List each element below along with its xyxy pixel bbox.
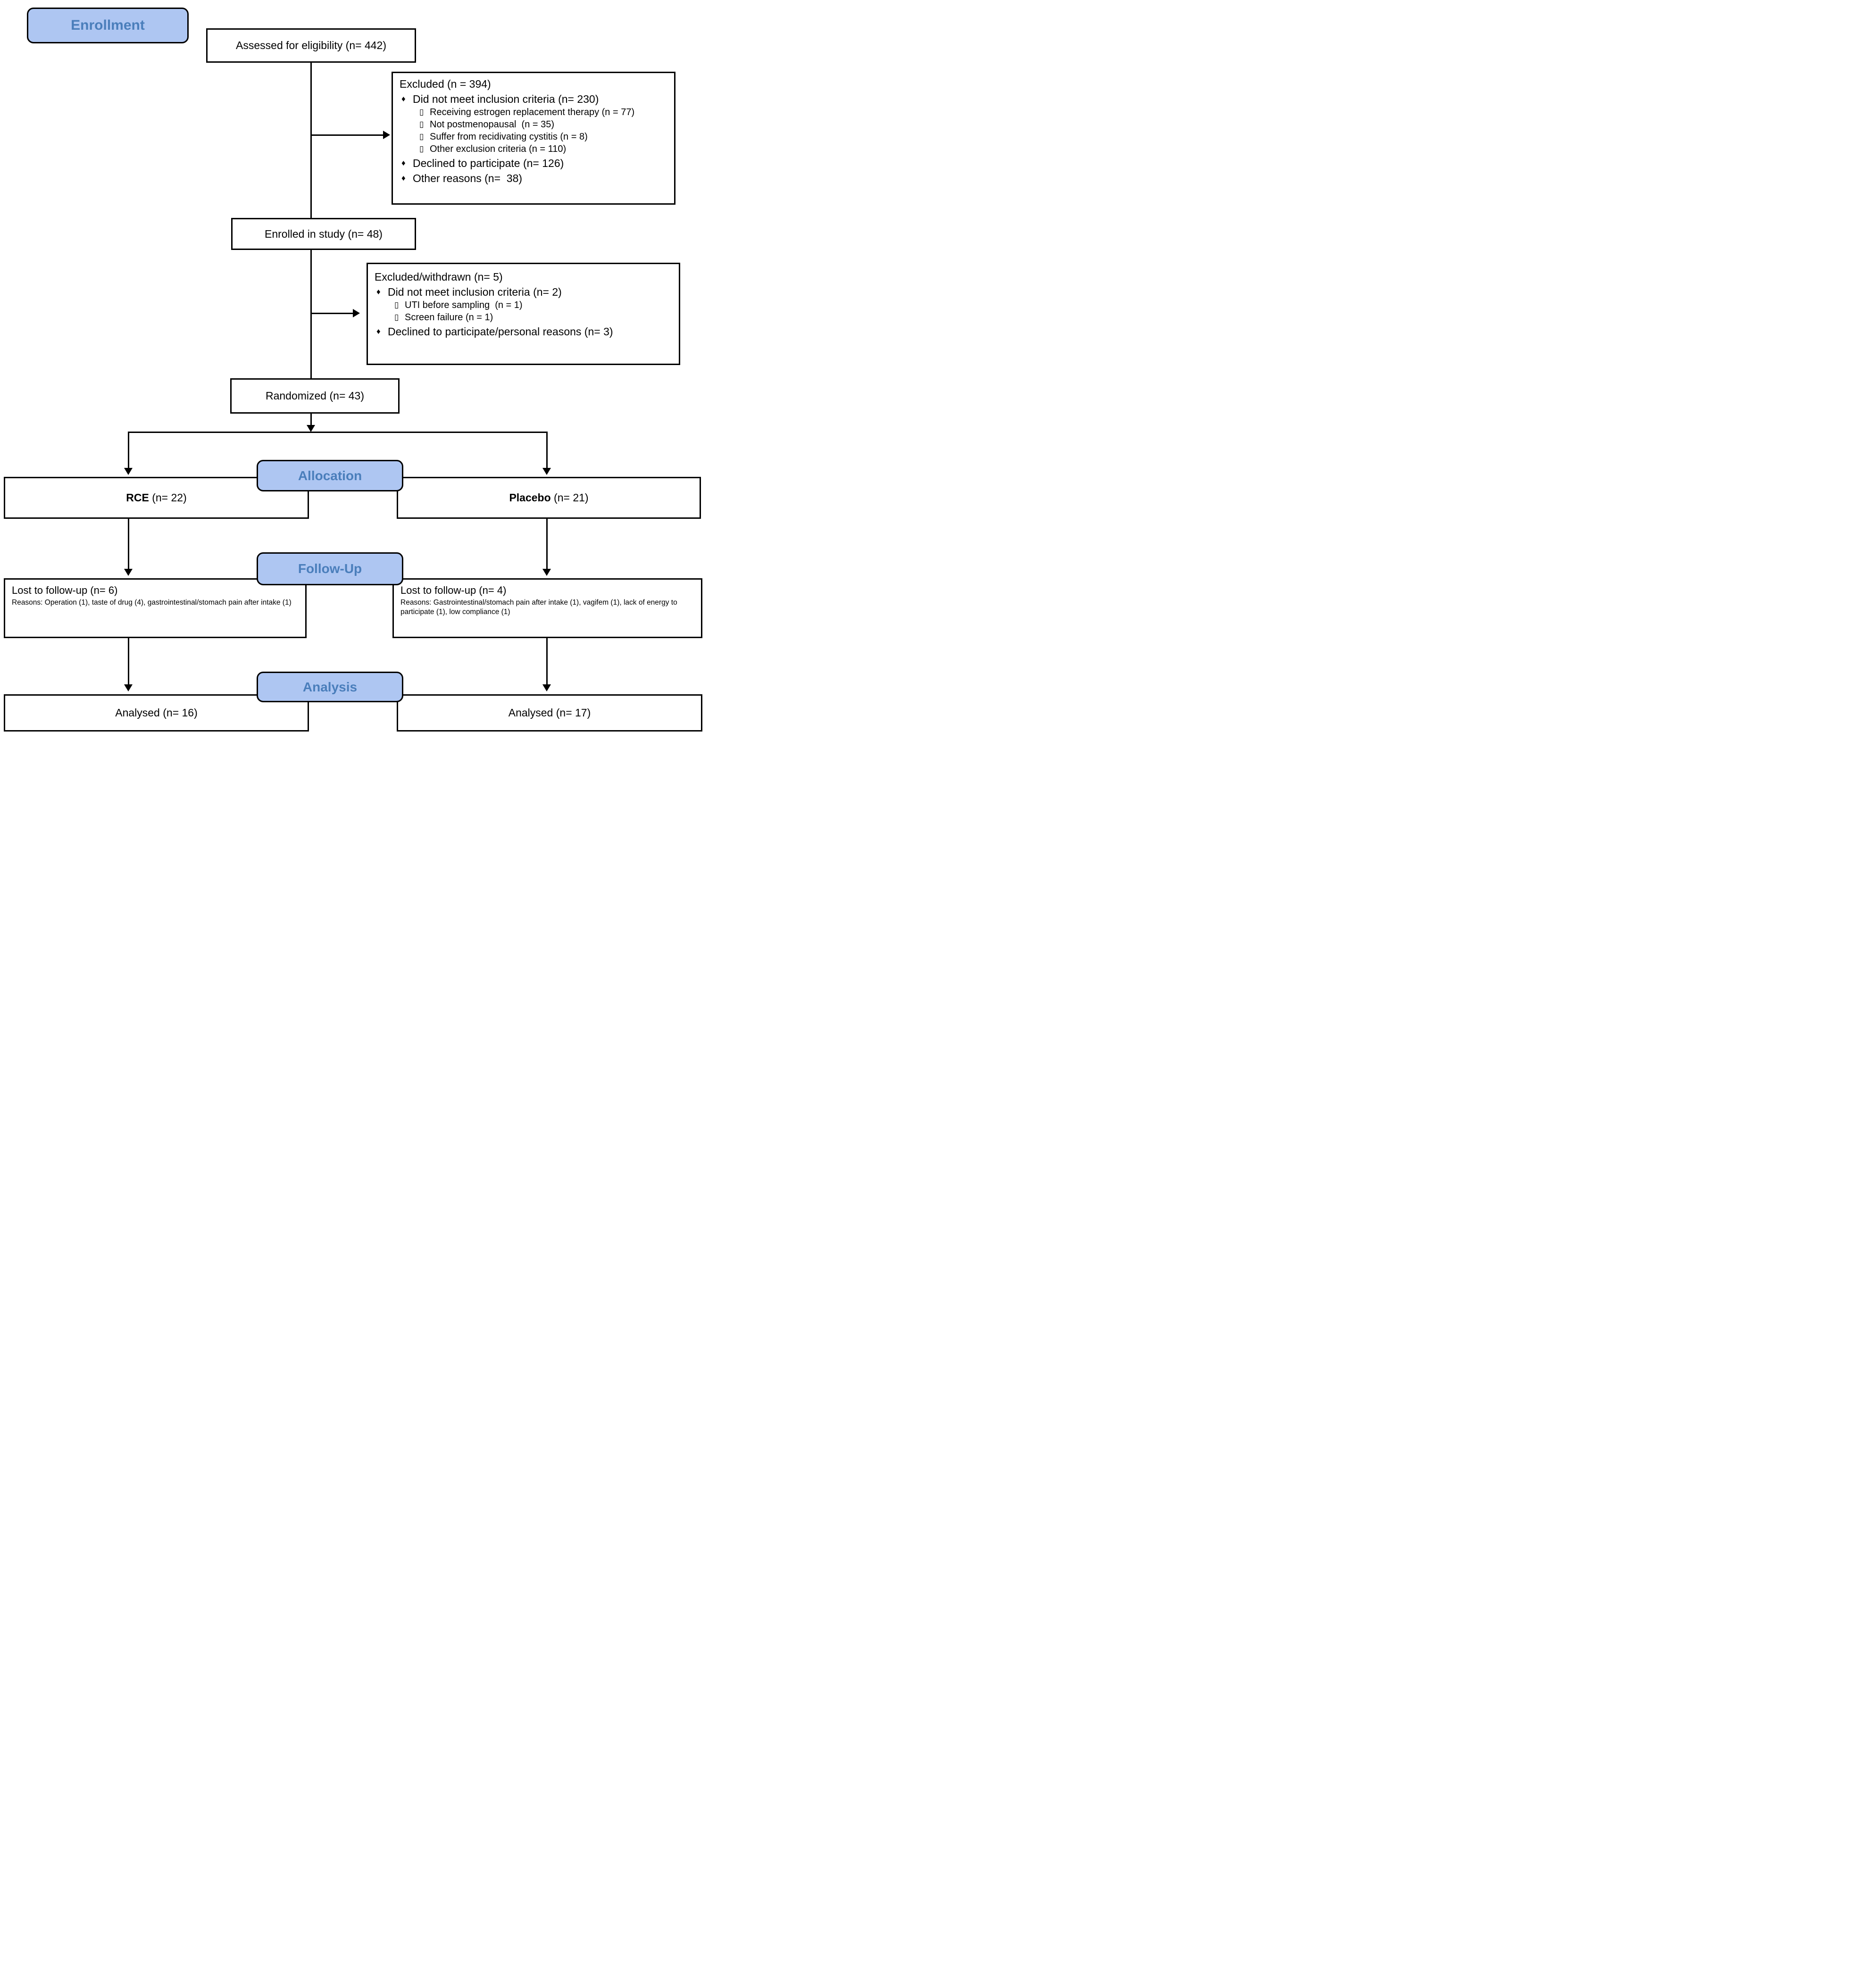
connector-rce-to-lost: [128, 519, 129, 570]
excluded-screening-item: ♦ Other reasons (n= 38): [401, 172, 667, 185]
excluded-withdrawn-item: ▯ UTI before sampling (n = 1): [394, 300, 672, 311]
square-bullet-icon: ▯: [394, 313, 399, 322]
diamond-bullet-icon: ♦: [401, 94, 406, 103]
stage-enrollment: Enrollment: [27, 8, 189, 43]
square-bullet-icon: ▯: [419, 132, 424, 141]
excluded-screening-item: ▯ Not postmenopausal (n = 35): [419, 119, 667, 130]
diamond-bullet-icon: ♦: [376, 327, 381, 336]
lost-followup-rce-reasons: Reasons: Operation (1), taste of drug (4…: [12, 599, 292, 607]
connector-lost-to-analysed-left: [128, 638, 129, 686]
excluded-screening-item-text: Declined to participate (n= 126): [413, 157, 564, 169]
connector-placebo-to-lost: [546, 519, 548, 570]
connector-assessed-to-enrolled: [310, 63, 312, 218]
stage-analysis-label: Analysis: [302, 679, 358, 694]
stage-enrollment-label: Enrollment: [71, 17, 145, 33]
lost-followup-rce-title: Lost to follow-up (n= 6): [12, 584, 118, 596]
enrolled-box: Enrolled in study (n= 48): [231, 218, 416, 250]
arrowhead-lost-right: [542, 569, 551, 576]
analysed-rce-box: Analysed (n= 16): [4, 694, 309, 732]
square-bullet-icon: ▯: [419, 144, 424, 153]
excluded-screening-item-text: Not postmenopausal (n = 35): [430, 119, 555, 130]
arrowhead-branch-center: [307, 425, 315, 432]
excluded-screening-item: ▯ Other exclusion criteria (n = 110): [419, 144, 667, 155]
arrowhead-to-placebo: [542, 468, 551, 475]
connector-randomized-to-branch: [310, 414, 312, 426]
stage-followup-label: Follow-Up: [298, 561, 362, 576]
arrowhead-analysed-right: [542, 684, 551, 691]
enrolled-label: Enrolled in study (n= 48): [265, 227, 383, 240]
connector-branch-right-drop: [546, 433, 548, 469]
connector-to-excluded-screening: [312, 134, 384, 136]
lost-followup-placebo-reasons: Reasons: Gastrointestinal/stomach pain a…: [400, 599, 680, 616]
placebo-arm-box: Placebo (n= 21): [397, 477, 701, 519]
stage-followup: Follow-Up: [257, 552, 403, 585]
rce-arm-name: RCE: [126, 491, 149, 504]
connector-branch-left-drop: [128, 433, 129, 469]
consort-flow-diagram: Enrollment Allocation Follow-Up Analysis…: [0, 0, 704, 739]
arrowhead-analysed-left: [124, 684, 133, 691]
excluded-screening-item: ▯ Receiving estrogen replacement therapy …: [419, 107, 667, 118]
arrowhead-excluded-screening: [383, 131, 390, 139]
analysed-placebo-box: Analysed (n= 17): [397, 694, 702, 732]
placebo-arm-label: Placebo (n= 21): [509, 491, 588, 504]
excluded-withdrawn-item: ▯ Screen failure (n = 1): [394, 312, 672, 323]
rce-arm-label: RCE (n= 22): [126, 491, 186, 504]
assessed-box: Assessed for eligibility (n= 442): [206, 28, 416, 63]
diamond-bullet-icon: ♦: [401, 158, 406, 167]
stage-allocation-label: Allocation: [298, 468, 362, 483]
excluded-screening-item-text: Did not meet inclusion criteria (n= 230): [413, 93, 599, 105]
excluded-withdrawn-item-text: Declined to participate/personal reasons…: [388, 325, 613, 338]
excluded-withdrawn-item: ♦ Did not meet inclusion criteria (n= 2): [376, 286, 672, 299]
excluded-withdrawn-item-text: UTI before sampling (n = 1): [405, 300, 523, 310]
arrowhead-to-rce: [124, 468, 133, 475]
square-bullet-icon: ▯: [419, 108, 424, 116]
connector-enrolled-to-randomized: [310, 250, 312, 378]
connector-lost-to-analysed-right: [546, 638, 548, 686]
lost-followup-rce-box: Lost to follow-up (n= 6) Reasons: Operat…: [4, 578, 307, 638]
excluded-withdrawn-box: Excluded/withdrawn (n= 5) ♦ Did not meet …: [367, 263, 680, 365]
arrowhead-lost-left: [124, 569, 133, 576]
diamond-bullet-icon: ♦: [376, 287, 381, 296]
excluded-screening-title: Excluded (n = 394): [400, 78, 491, 90]
excluded-screening-item-text: Suffer from recidivating cystitis (n = 8…: [430, 132, 588, 142]
connector-to-excluded-withdrawn: [312, 313, 353, 314]
placebo-arm-n: (n= 21): [550, 491, 589, 504]
excluded-screening-box: Excluded (n = 394) ♦ Did not meet inclusi…: [392, 72, 675, 205]
excluded-withdrawn-title: Excluded/withdrawn (n= 5): [375, 271, 503, 283]
randomized-label: Randomized (n= 43): [265, 390, 365, 402]
excluded-withdrawn-item: ♦ Declined to participate/personal reason…: [376, 325, 672, 338]
lost-followup-placebo-title: Lost to follow-up (n= 4): [400, 584, 507, 596]
excluded-withdrawn-item-text: Screen failure (n = 1): [405, 312, 493, 323]
excluded-screening-item: ▯ Suffer from recidivating cystitis (n = …: [419, 132, 667, 142]
rce-arm-n: (n= 22): [149, 491, 187, 504]
arrowhead-excluded-withdrawn: [353, 309, 360, 317]
square-bullet-icon: ▯: [419, 120, 424, 129]
analysed-placebo-label: Analysed (n= 17): [508, 707, 591, 719]
excluded-screening-item-text: Other exclusion criteria (n = 110): [430, 144, 567, 154]
connector-branch-horizontal: [128, 432, 548, 433]
square-bullet-icon: ▯: [394, 300, 399, 309]
excluded-screening-item-text: Other reasons (n= 38): [413, 172, 523, 184]
diamond-bullet-icon: ♦: [401, 174, 406, 183]
randomized-box: Randomized (n= 43): [230, 378, 400, 414]
stage-analysis: Analysis: [257, 672, 403, 702]
excluded-screening-item: ♦ Declined to participate (n= 126): [401, 157, 667, 170]
excluded-screening-item: ♦ Did not meet inclusion criteria (n= 230…: [401, 93, 667, 106]
excluded-withdrawn-item-text: Did not meet inclusion criteria (n= 2): [388, 286, 562, 298]
placebo-arm-name: Placebo: [509, 491, 551, 504]
analysed-rce-label: Analysed (n= 16): [115, 707, 198, 719]
assessed-label: Assessed for eligibility (n= 442): [236, 39, 386, 51]
lost-followup-placebo-box: Lost to follow-up (n= 4) Reasons: Gastro…: [392, 578, 702, 638]
stage-allocation: Allocation: [257, 460, 403, 491]
excluded-screening-item-text: Receiving estrogen replacement therapy (…: [430, 107, 635, 117]
